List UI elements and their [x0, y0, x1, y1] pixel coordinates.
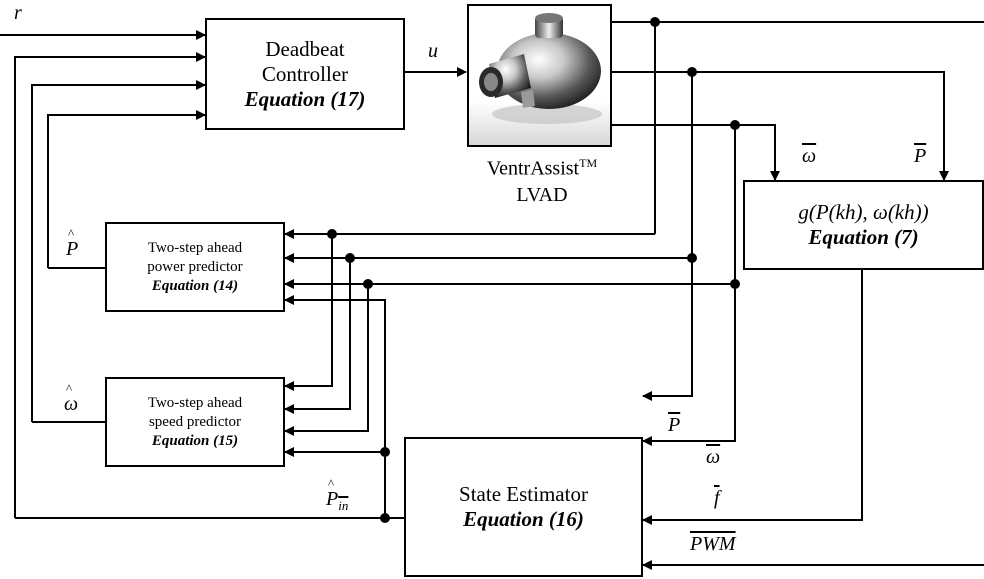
g-formula: g(P(kh), ω(kh)): [798, 200, 928, 225]
power-predictor-equation: Equation (14): [152, 277, 238, 296]
lvad-line2: LVAD: [462, 182, 622, 208]
label-p-bar-estimator: P: [668, 414, 680, 437]
lvad-label: VentrAssistTM LVAD: [462, 150, 622, 208]
deadbeat-controller-block: Deadbeat Controller Equation (17): [205, 18, 405, 130]
power-predictor-block: Two-step ahead power predictor Equation …: [105, 222, 285, 312]
state-estimator-equation: Equation (16): [463, 507, 584, 532]
state-estimator-line1: State Estimator: [459, 482, 588, 507]
label-p-bar: P: [914, 145, 926, 168]
label-pwm-bar: PWM: [690, 533, 736, 556]
state-estimator-block: State Estimator Equation (16): [404, 437, 643, 577]
label-f-bar: f: [714, 487, 720, 510]
controller-line2: Controller: [262, 62, 348, 87]
lvad-image-block: [467, 4, 612, 147]
speed-predictor-line1: Two-step ahead: [148, 394, 242, 413]
label-r: r: [14, 2, 22, 25]
speed-predictor-equation: Equation (15): [152, 432, 238, 451]
lvad-trademark: TM: [579, 156, 597, 170]
g-equation: Equation (7): [808, 225, 918, 250]
power-predictor-line1: Two-step ahead: [148, 239, 242, 258]
label-u: u: [428, 40, 438, 63]
speed-predictor-line2: speed predictor: [149, 413, 241, 432]
label-omega-hat: ω: [64, 393, 78, 416]
controller-line1: Deadbeat: [265, 37, 344, 62]
label-p-hat: P: [66, 238, 78, 261]
label-p-in-hat: Pin: [326, 488, 348, 514]
lvad-name: VentrAssist: [487, 158, 579, 180]
g-function-block: g(P(kh), ω(kh)) Equation (7): [743, 180, 984, 270]
controller-equation: Equation (17): [245, 87, 366, 112]
speed-predictor-block: Two-step ahead speed predictor Equation …: [105, 377, 285, 467]
label-omega-bar-estimator: ω: [706, 446, 720, 469]
power-predictor-line2: power predictor: [147, 258, 242, 277]
label-p-in-subscript: in: [338, 498, 348, 513]
label-omega-bar: ω: [802, 145, 816, 168]
lvad-pump-picture: [469, 6, 610, 145]
